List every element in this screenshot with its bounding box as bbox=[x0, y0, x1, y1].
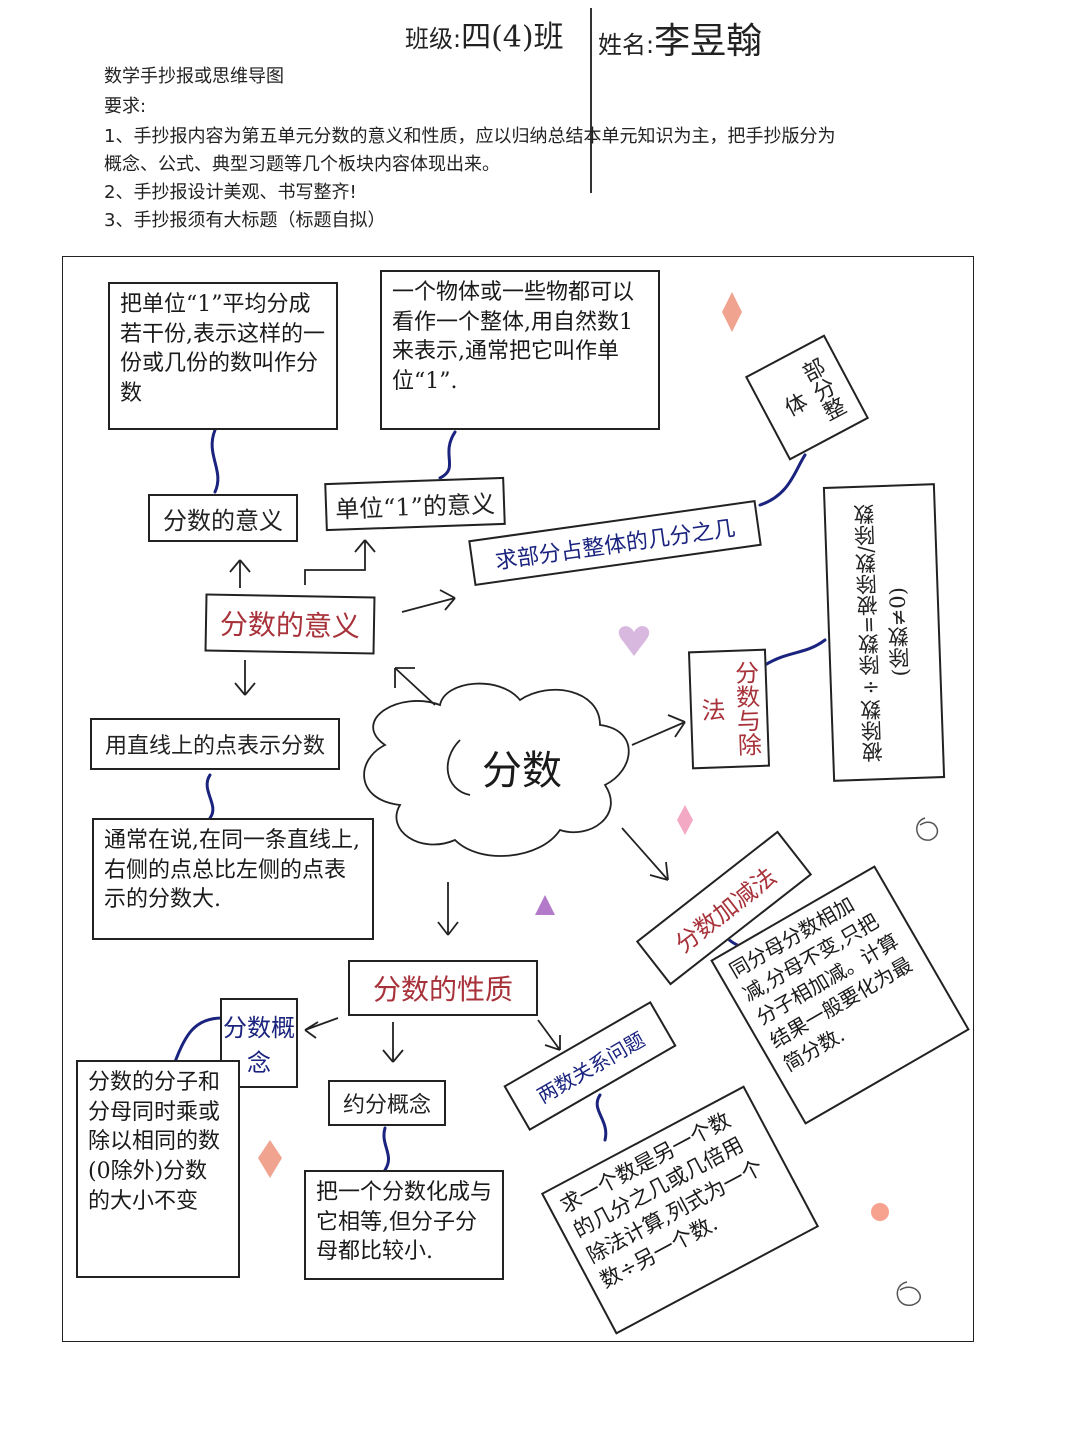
req-item2: 2、手抄报设计美观、书写整齐! bbox=[104, 182, 357, 203]
name-label: 姓名:李昱翰 bbox=[598, 21, 763, 62]
number-line-definition: 通常在说,在同一条直线上,右侧的点总比左侧的点表示的分数大. bbox=[92, 818, 374, 940]
arrow-to-property bbox=[437, 882, 459, 936]
diamond-deco-2 bbox=[677, 805, 693, 835]
dot-deco bbox=[871, 1203, 889, 1221]
connector-reduce bbox=[382, 1126, 391, 1172]
reduce-definition: 把一个分数化成与它相等,但分子分母都比较小. bbox=[304, 1170, 504, 1280]
division-title: 分数与除法 bbox=[687, 648, 771, 770]
swirl-deco-2 bbox=[896, 1281, 921, 1306]
center-title: 分数 bbox=[482, 748, 562, 794]
connector-numberline bbox=[205, 773, 215, 820]
triangle-deco bbox=[535, 895, 555, 915]
connector-division bbox=[763, 638, 827, 667]
diamond-deco-1 bbox=[722, 292, 742, 332]
arrow-to-division bbox=[631, 714, 686, 746]
arrow-to-unit bbox=[304, 539, 376, 585]
swirl-deco-1 bbox=[916, 817, 939, 841]
req-item1-line1: 1、手抄报内容为第五单元分数的意义和性质，应以归纳总结本单元知识为主，把手抄版分… bbox=[104, 126, 836, 147]
mind-map-frame bbox=[62, 256, 974, 1342]
unit-title: 单位“1”的意义 bbox=[324, 476, 506, 532]
name-value: 李昱翰 bbox=[654, 21, 763, 62]
connector-relation bbox=[595, 1093, 608, 1142]
arrow-to-relation bbox=[537, 1019, 561, 1051]
connector-unit bbox=[438, 430, 457, 480]
connector-partwhole bbox=[758, 453, 807, 507]
number-line-title: 用直线上的点表示分数 bbox=[90, 718, 340, 770]
diamond-deco-3 bbox=[258, 1140, 282, 1178]
reduce-title: 约分概念 bbox=[328, 1080, 446, 1126]
meaning-hub: 分数的意义 bbox=[204, 593, 376, 655]
class-value: 四(4)班 bbox=[461, 20, 564, 55]
req-item3: 3、手抄报须有大标题（标题自拟） bbox=[104, 210, 386, 231]
meaning-definition-box: 把单位“1”平均分成若干份,表示这样的一份或几份的数叫作分数 bbox=[108, 282, 338, 430]
header-divider bbox=[590, 8, 592, 193]
center-cloud bbox=[363, 682, 630, 857]
arrow-to-concept bbox=[304, 1017, 339, 1039]
arrow-to-numberline bbox=[234, 660, 256, 696]
division-formula-box: 被除数÷除数=被除数/除数 (除数≠0) bbox=[822, 483, 946, 782]
meaning-title: 分数的意义 bbox=[148, 494, 298, 542]
connector-concept bbox=[173, 1016, 224, 1064]
arrow-to-addsub bbox=[621, 827, 669, 881]
arrow-to-meaning bbox=[394, 667, 436, 706]
arrow-to-reduce bbox=[382, 1022, 404, 1063]
class-label: 班级:四(4)班 bbox=[405, 20, 564, 55]
unit-definition-box: 一个物体或一些物都可以看作一个整体,用自然数1来表示,通常把它叫作单位“1”. bbox=[380, 270, 660, 430]
connector-meaning bbox=[210, 428, 220, 494]
req-label: 要求: bbox=[104, 96, 147, 117]
req-heading: 数学手抄报或思维导图 bbox=[104, 66, 284, 87]
property-title: 分数的性质 bbox=[348, 960, 538, 1016]
arrow-to-meaning-title bbox=[229, 559, 251, 588]
concept-definition: 分数的分子和分母同时乘或除以相同的数(0除外)分数的大小不变 bbox=[76, 1060, 240, 1278]
arrow-to-partwhole bbox=[401, 589, 456, 613]
heart-deco bbox=[618, 626, 650, 656]
req-item1-line2: 概念、公式、典型习题等几个板块内容体现出来。 bbox=[104, 154, 500, 175]
